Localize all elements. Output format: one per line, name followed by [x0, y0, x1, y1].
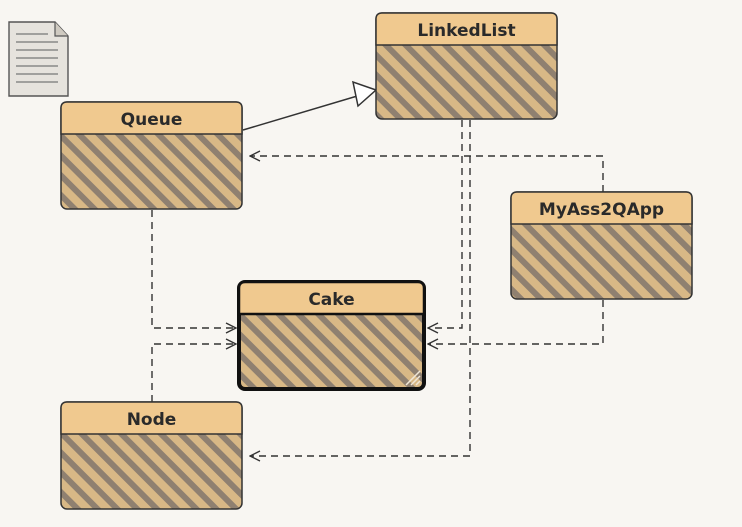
class-box-node[interactable]: Node [60, 401, 243, 510]
class-name-cake: Cake [308, 290, 354, 310]
linkedlist-to-node-dependency [250, 120, 471, 456]
class-name-linkedlist: LinkedList [417, 21, 515, 41]
connectors [151, 80, 604, 456]
myass2qapp-to-cake-dependency [428, 300, 604, 344]
class-box-linkedlist[interactable]: LinkedList [375, 12, 558, 120]
note-document-icon[interactable] [8, 21, 69, 97]
resize-grip-icon[interactable] [405, 370, 421, 386]
generalization-arrowhead [351, 80, 378, 108]
class-name-queue: Queue [121, 110, 183, 130]
class-box-myass2qapp[interactable]: MyAss2QApp [510, 191, 693, 300]
queue-to-cake-dependency [151, 210, 236, 328]
class-name-myass2qapp: MyAss2QApp [539, 200, 664, 220]
queue-to-linkedlist-generalization [242, 93, 365, 131]
linkedlist-to-cake-dependency [428, 120, 463, 328]
myass2qapp-to-queue-dependency [250, 156, 604, 192]
class-box-cake[interactable]: Cake [237, 280, 426, 391]
node-to-cake-dependency [151, 344, 236, 402]
class-name-node: Node [127, 410, 177, 430]
class-box-queue[interactable]: Queue [60, 101, 243, 210]
